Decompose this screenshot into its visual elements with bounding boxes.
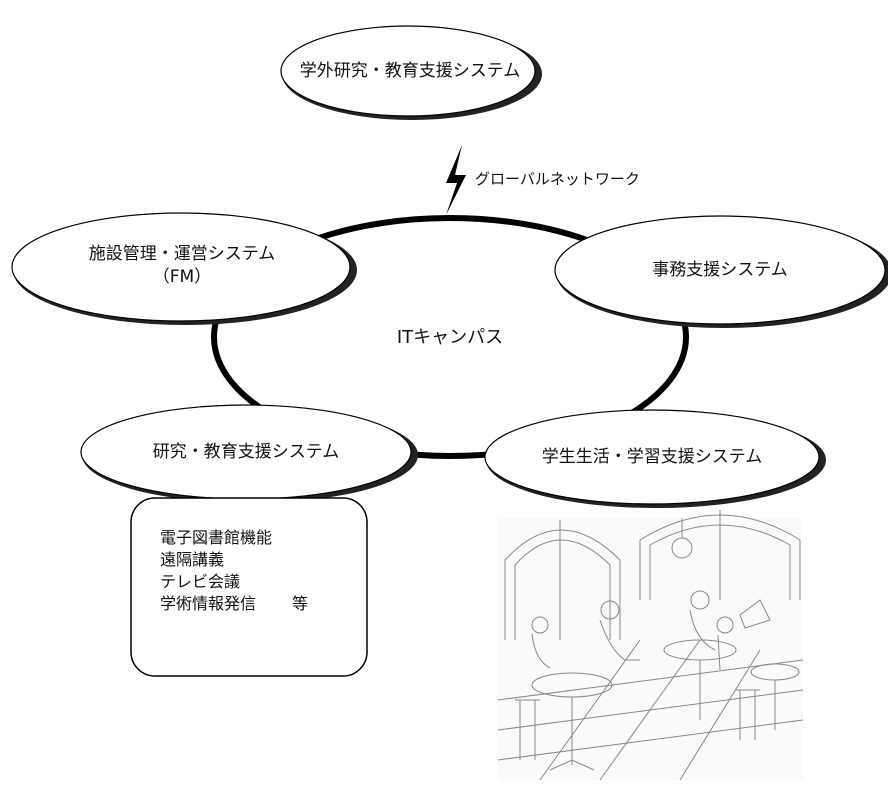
center-ring — [211, 215, 689, 459]
lightning-bolt-icon — [446, 145, 466, 215]
node-student — [484, 409, 820, 505]
research-detail-item: 学術情報発信 — [160, 594, 257, 613]
research-detail-item: 遠隔講義 — [160, 550, 225, 569]
center-label: ITキャンパス — [396, 327, 504, 348]
research-details-list: 電子図書館機能 遠隔講義 テレビ会議 学術情報発信 等 — [160, 527, 308, 615]
global-network-label: グローバルネットワーク — [475, 170, 640, 188]
facility-node-label: 施設管理・運営システム （FM） — [62, 243, 302, 289]
research-detail-item: テレビ会議 — [160, 572, 241, 591]
research-node-label: 研究・教育支援システム — [152, 442, 340, 462]
node-external — [280, 25, 536, 117]
facility-node-label-line2: （FM） — [152, 266, 212, 287]
external-node-label: 学外研究・教育支援システム — [299, 61, 521, 81]
research-detail-item: 電子図書館機能 — [160, 528, 273, 547]
student-node-label: 学生生活・学習支援システム — [541, 447, 763, 467]
node-office — [554, 215, 886, 325]
campus-cafe-illustration — [497, 510, 804, 781]
facility-node-label-line1: 施設管理・運営システム — [88, 244, 276, 264]
research-detail-suffix: 等 — [292, 594, 309, 613]
research-detail-item-last: 学術情報発信 等 — [160, 593, 308, 615]
office-node-label: 事務支援システム — [652, 260, 788, 280]
research-details-box — [130, 497, 368, 677]
node-facility — [11, 212, 351, 322]
